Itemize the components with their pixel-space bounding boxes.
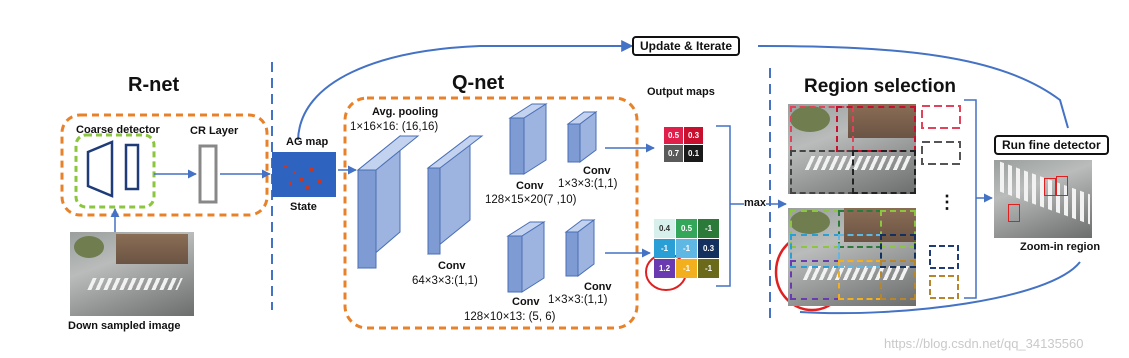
conv3a-label: Conv xyxy=(583,165,611,177)
map-bottom-cell: -1 xyxy=(676,259,697,278)
watermark: https://blog.csdn.net/qq_34135560 xyxy=(884,336,1084,351)
cr-layer-block xyxy=(198,144,218,204)
update-iterate-label: Update & Iterate xyxy=(632,36,741,56)
map-top-cell: 0.5 xyxy=(664,127,683,144)
down-sampled-image-label: Down sampled image xyxy=(68,320,181,332)
ag-map-block xyxy=(272,152,336,197)
conv2a-shape: 128×15×20(7 ,10) xyxy=(485,194,577,206)
output-map-bottom: 0.4 0.5 -1 -1 -1 0.3 1.2 -1 -1 xyxy=(654,219,720,279)
ag-map-label: AG map xyxy=(286,136,329,148)
ag-map-dots xyxy=(284,165,321,189)
conv1-label: Conv xyxy=(438,260,466,272)
state-label: State xyxy=(290,201,317,213)
conv3b-label: Conv xyxy=(584,281,612,293)
conv2b-label: Conv xyxy=(512,296,540,308)
fine-detector-bracket xyxy=(964,99,977,299)
region-legend-navy xyxy=(929,245,959,269)
coarse-detector-block xyxy=(124,143,140,191)
map-top-cell: 0.3 xyxy=(684,127,703,144)
map-bottom-cell: 0.3 xyxy=(698,239,719,258)
map-bottom-cell: -1 xyxy=(698,219,719,238)
conv64-block xyxy=(426,134,484,256)
region-selection-title: Region selection xyxy=(804,76,957,97)
conv3b-shape: 1×3×3:(1,1) xyxy=(548,294,608,306)
output-map-top: 0.5 0.3 0.7 0.1 xyxy=(664,127,704,163)
avg-pooling-label: Avg. pooling xyxy=(372,106,439,118)
conv128-top-block xyxy=(508,103,548,175)
zoom-in-region-label: Zoom-in region xyxy=(1020,241,1101,253)
conv2a-label: Conv xyxy=(516,180,544,192)
avg-pooling-shape: 1×16×16: (16,16) xyxy=(350,121,439,133)
qnet-box xyxy=(343,96,639,330)
conv2b-shape: 128×10×13: (5, 6) xyxy=(464,311,556,323)
ellipsis-icon: ⋮ xyxy=(938,192,956,212)
output-maps-title: Output maps xyxy=(647,86,715,98)
conv-small-bottom-block xyxy=(564,219,596,277)
region-photo-top xyxy=(788,104,916,194)
conv1-shape: 64×3×3:(1,1) xyxy=(412,275,478,287)
coarse-detector-label: Coarse detector xyxy=(76,124,160,136)
qnet-title: Q-net xyxy=(452,72,505,94)
map-top-cell: 0.1 xyxy=(684,145,703,162)
map-bottom-cell: 0.5 xyxy=(676,219,697,238)
avg-pooling-block xyxy=(356,134,420,270)
coarse-detector-trapezoid xyxy=(86,140,114,198)
region-photo-bottom xyxy=(788,208,916,306)
region-legend-gray xyxy=(921,141,961,165)
zoom-return-curve xyxy=(799,261,1081,315)
rnet-box xyxy=(60,113,269,217)
max-bracket xyxy=(716,125,731,287)
region-legend-gold xyxy=(929,275,959,299)
map-bottom-cell: 1.2 xyxy=(654,259,675,278)
map-bottom-cell: 0.4 xyxy=(654,219,675,238)
map-top-cell: 0.7 xyxy=(664,145,683,162)
max-label: max xyxy=(744,197,767,209)
update-iterate-arrow-left xyxy=(297,40,634,141)
conv-small-top-block xyxy=(566,111,598,163)
map-bottom-cell: -1 xyxy=(698,259,719,278)
rnet-title: R-net xyxy=(128,74,180,96)
cr-layer-label: CR Layer xyxy=(190,125,239,137)
down-sampled-image xyxy=(70,232,194,316)
coarse-detector-box xyxy=(74,133,156,209)
run-fine-detector-label: Run fine detector xyxy=(994,135,1109,155)
map-bottom-cell: -1 xyxy=(676,239,697,258)
region-legend-red xyxy=(921,105,961,129)
conv128-bottom-block xyxy=(506,221,546,293)
conv3a-shape: 1×3×3:(1,1) xyxy=(558,178,618,190)
zoom-in-image xyxy=(994,160,1092,238)
map-bottom-cell: -1 xyxy=(654,239,675,258)
update-iterate-arrow-right xyxy=(757,45,1069,129)
